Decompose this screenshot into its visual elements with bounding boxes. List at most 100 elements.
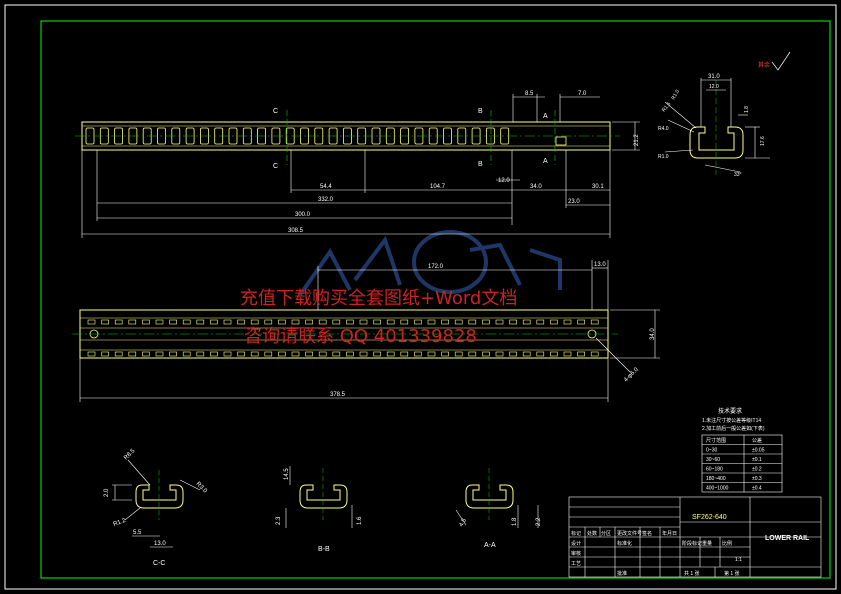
cc-label: C-C <box>153 560 165 567</box>
tol-range: 180~400 <box>706 476 726 482</box>
side-slot <box>386 351 395 357</box>
tb-date: 年月日 <box>662 530 677 537</box>
side-slot <box>250 351 259 357</box>
dim-r10: R1.0 <box>658 154 669 160</box>
side-slot <box>468 351 477 357</box>
side-slot <box>101 351 109 357</box>
tb-review: 审核 <box>571 550 581 557</box>
bb-profile <box>299 484 348 509</box>
slot-row <box>85 127 510 145</box>
tb-scale-value: 1:1 <box>735 557 742 563</box>
end-notch <box>555 136 567 146</box>
side-slot <box>264 319 273 325</box>
side-slot <box>414 319 422 325</box>
aa-dim-45: 4.5 <box>459 517 469 528</box>
side-slot-row <box>87 319 599 357</box>
aa-label: A-A <box>484 542 496 549</box>
side-slot <box>128 319 137 325</box>
side-slot <box>237 351 245 357</box>
notes-line1: 1.未注尺寸按公差等级IT14 <box>702 417 761 424</box>
section-main: 31.0 12.0 R1.0 R1.5 R4.0 R1.0 1.8 17.6 3… <box>658 51 791 178</box>
tb-approve: 批准 <box>617 570 627 577</box>
tb-mark: 标记 <box>571 530 581 537</box>
side-slot <box>237 319 245 325</box>
side-slot <box>278 351 286 357</box>
tb-standard: 标准化 <box>617 540 632 547</box>
dim-54-4: 54.4 <box>320 184 332 190</box>
cc-dim-r12: R1.2 <box>113 518 128 528</box>
section-mark-a2: A <box>543 158 548 165</box>
inner-border <box>40 20 831 579</box>
tol-header-range: 尺寸范围 <box>706 437 726 444</box>
side-slot <box>346 351 354 357</box>
outer-frame <box>4 4 837 590</box>
aa-dim-18: 1.8 <box>512 517 518 526</box>
side-slot <box>400 319 409 325</box>
side-slot <box>182 319 191 325</box>
tol-range: 30~60 <box>706 457 720 463</box>
side-slot <box>468 319 477 325</box>
side-slot <box>522 319 531 325</box>
side-slot <box>522 351 531 357</box>
side-slot <box>414 351 422 357</box>
side-slot <box>373 351 381 357</box>
watermark-line2: 咨询请联系 QQ 401339828 <box>244 326 477 347</box>
side-slot <box>182 351 191 357</box>
side-slot <box>359 319 368 325</box>
dim-34-0: 34.0 <box>530 184 542 190</box>
bb-dim-145: 14.5 <box>284 468 290 480</box>
dim-300-0: 300.0 <box>295 212 311 218</box>
side-slot <box>291 319 300 325</box>
side-slot <box>577 319 585 325</box>
dim-12-0: 12.0 <box>498 178 510 184</box>
side-slot <box>305 319 313 325</box>
side-slot <box>155 351 164 357</box>
side-slot <box>196 351 205 357</box>
section-mark-b2: B <box>478 161 483 168</box>
side-slot <box>332 351 341 357</box>
dim-34-0-side: 34.0 <box>650 328 656 340</box>
part-name: LOWER RAIL <box>765 535 810 542</box>
bb-dim-16: 1.6 <box>357 516 363 525</box>
dim-104-7: 104.7 <box>430 184 446 190</box>
side-slot <box>454 351 463 357</box>
notes-title: 技术要求 <box>718 407 742 415</box>
side-slot <box>101 319 109 325</box>
side-slot <box>400 351 409 357</box>
cc-dim-r85: R8.5 <box>123 448 137 462</box>
side-slot <box>536 319 545 325</box>
side-slot <box>454 319 463 325</box>
side-slot <box>346 319 354 325</box>
drawing-number: SF262-640 <box>692 514 727 521</box>
watermark-line1: 充值下载购买全套图纸+Word文档 <box>240 288 517 309</box>
dim-23-0: 23.0 <box>568 199 580 205</box>
main-dim-lines <box>664 78 770 173</box>
tb-scale: 比例 <box>722 540 732 547</box>
title-block-text: SF262-640 LOWER RAIL 标记 处数 分区 更改文件号 签名 年… <box>571 514 810 577</box>
tol-range: 400~1000 <box>706 486 729 492</box>
watermark-logo <box>298 230 562 297</box>
technical-notes: 技术要求 1.未注尺寸按公差等级IT14 2.加工前后一般公差如(下表) 尺寸范… <box>701 407 783 493</box>
dim-332-0: 332.0 <box>318 197 334 203</box>
tb-design: 设计 <box>571 540 581 547</box>
aa-profile <box>465 484 514 509</box>
side-slot <box>509 319 517 325</box>
side-slot <box>590 319 599 325</box>
side-slot <box>155 319 164 325</box>
side-slot <box>223 319 232 325</box>
tol-value: ±0.05 <box>752 448 765 454</box>
side-slot <box>563 319 572 325</box>
side-slot <box>373 319 381 325</box>
side-slot <box>427 351 436 357</box>
tb-sheet: 第 1 张 <box>724 570 740 577</box>
top-dim-lines <box>81 94 640 238</box>
cc-dim-130: 13.0 <box>154 541 166 547</box>
side-slot <box>87 351 96 357</box>
tb-weight: 重量 <box>702 540 712 547</box>
tolerance-table: 尺寸范围公差0~30±0.0530~60±0.160~180±0.2180~40… <box>701 434 783 493</box>
main-profile <box>689 126 744 159</box>
section-bb: 14.5 2.3 1.6 B-B <box>276 466 363 553</box>
dim-172-0: 172.0 <box>428 264 444 270</box>
side-slot <box>210 351 218 357</box>
side-slot <box>318 319 327 325</box>
